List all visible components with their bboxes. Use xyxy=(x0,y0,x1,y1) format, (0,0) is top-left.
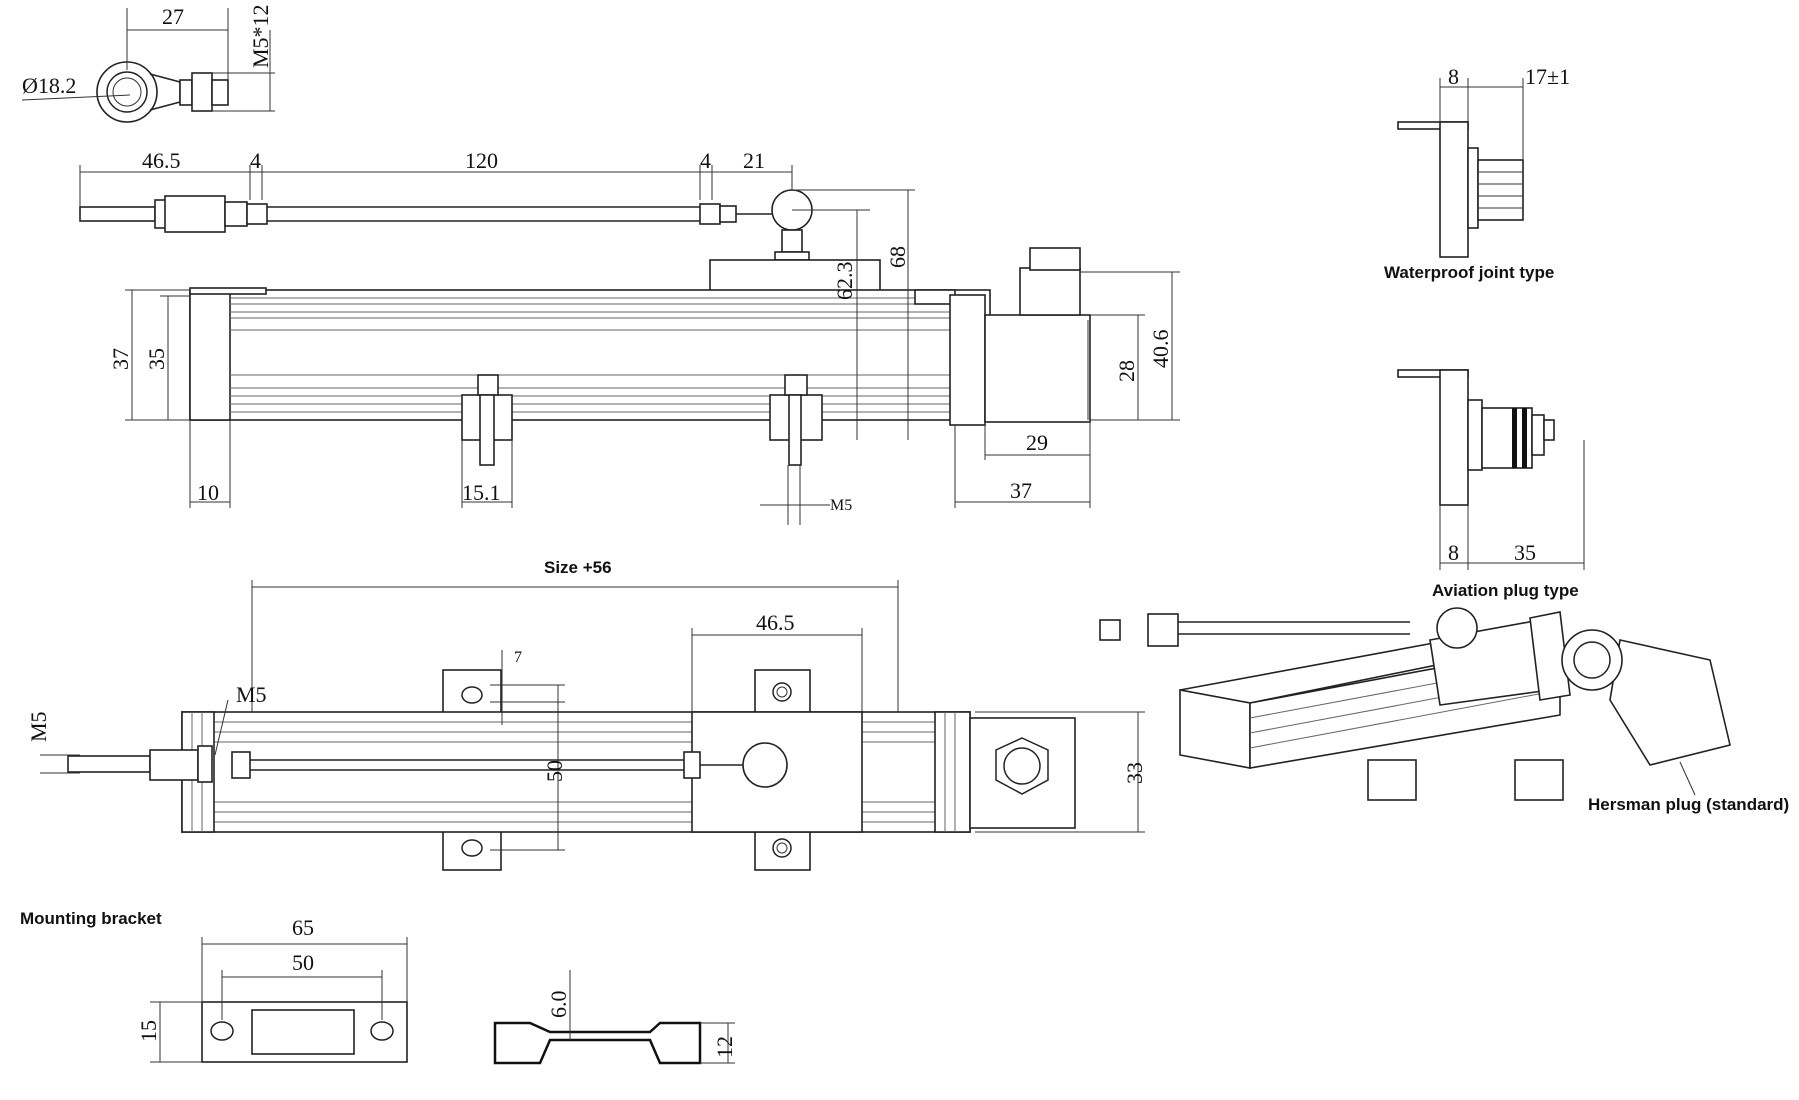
hersman-plug-label: Hersman plug (standard) xyxy=(1588,795,1789,814)
aviation-plug-view xyxy=(1397,369,1585,570)
dim-35-aviation: 35 xyxy=(1514,540,1536,565)
dim-120: 120 xyxy=(465,148,498,173)
rod-end-view xyxy=(21,8,275,123)
dim-21: 21 xyxy=(743,148,765,173)
dim-65: 65 xyxy=(292,915,314,940)
dim-15: 15 xyxy=(136,1020,161,1042)
dim-27: 27 xyxy=(162,4,184,29)
dim-37-width: 37 xyxy=(1010,478,1032,503)
bracket-top-view xyxy=(150,937,408,1063)
dim-diameter-18-2: Ø18.2 xyxy=(22,73,76,98)
dim-40-6: 40.6 xyxy=(1148,330,1173,369)
dim-46-5: 46.5 xyxy=(142,148,181,173)
dim-17-pm-1: 17±1 xyxy=(1525,64,1570,89)
dim-50-mount: 50 xyxy=(542,760,567,782)
dim-4-left: 4 xyxy=(250,148,261,173)
waterproof-joint-label: Waterproof joint type xyxy=(1384,263,1554,282)
dim-28: 28 xyxy=(1114,360,1139,382)
top-view-body xyxy=(67,580,1076,871)
dim-62-3: 62.3 xyxy=(832,262,857,301)
dim-33: 33 xyxy=(1122,762,1147,784)
dim-29: 29 xyxy=(1026,430,1048,455)
dim-12: 12 xyxy=(712,1036,737,1058)
waterproof-joint-view xyxy=(1397,78,1524,258)
side-view-rod xyxy=(79,189,813,261)
dim-7: 7 xyxy=(514,649,522,666)
aviation-plug-label: Aviation plug type xyxy=(1432,581,1579,600)
dim-35-height: 35 xyxy=(144,348,169,370)
side-view-dimension-lines xyxy=(79,165,1180,525)
dim-46-5-carriage: 46.5 xyxy=(756,610,795,635)
mounting-bracket-label: Mounting bracket xyxy=(20,909,162,928)
dim-4-right: 4 xyxy=(700,148,711,173)
bracket-side-view xyxy=(493,970,735,1065)
dim-8-waterproof: 8 xyxy=(1448,64,1459,89)
size-label: Size +56 xyxy=(544,558,612,577)
dim-15-1: 15.1 xyxy=(462,480,501,505)
dim-m5-side: M5 xyxy=(26,711,51,742)
isometric-view xyxy=(1099,607,1731,801)
dim-m5x12: M5*12 xyxy=(248,4,273,68)
dim-37-height: 37 xyxy=(108,348,133,370)
dim-m5-rod: M5 xyxy=(236,682,267,707)
dim-68: 68 xyxy=(885,246,910,268)
dim-m5-lug: M5 xyxy=(830,497,852,514)
top-view-dimension-lines xyxy=(40,650,1145,851)
dim-10: 10 xyxy=(197,480,219,505)
dim-8-aviation: 8 xyxy=(1448,540,1459,565)
dim-6-0: 6.0 xyxy=(546,991,571,1019)
dim-50-bracket: 50 xyxy=(292,950,314,975)
